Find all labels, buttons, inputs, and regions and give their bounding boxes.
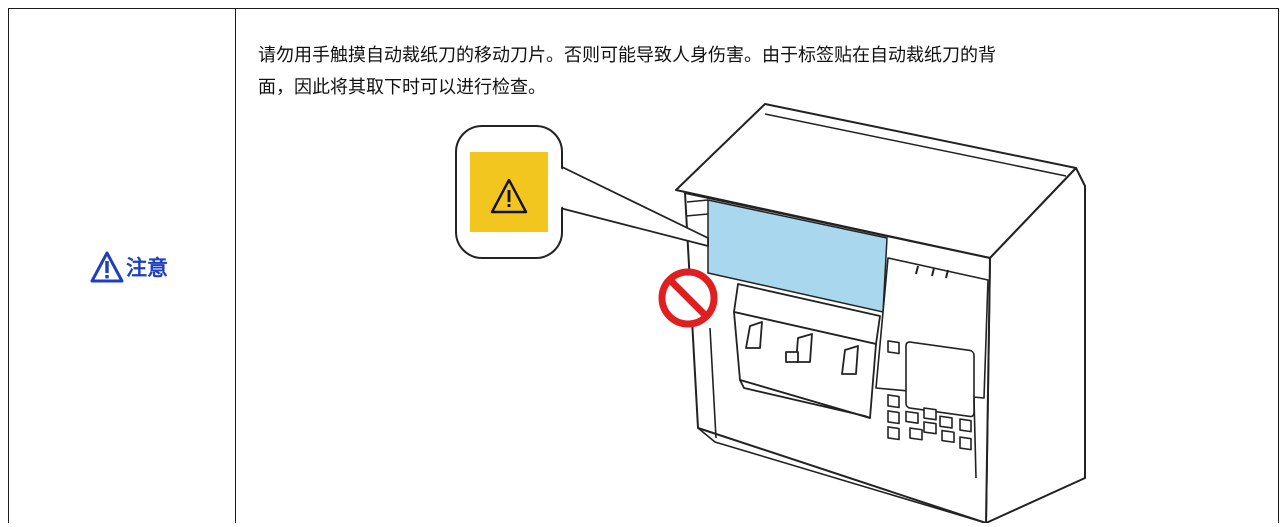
printer-illustration: [440, 98, 1100, 524]
control-panel-screen: [905, 341, 975, 418]
no-touch-icon: [658, 268, 718, 328]
caution-label-text: 注意: [126, 256, 168, 280]
caution-content-cell: [236, 8, 1279, 523]
printer-drawing: [455, 103, 1086, 524]
warning-callout: [455, 125, 709, 259]
caution-label-cell: [8, 8, 236, 523]
caution-message-line-1: 请勿用手触摸自动裁纸刀的移动刀片。否则可能导致人身伤害。由于标签贴在自动裁纸刀的…: [258, 45, 996, 66]
caution-message: 请勿用手触摸自动裁纸刀的移动刀片。否则可能导致人身伤害。由于标签贴在自动裁纸刀的…: [258, 40, 1258, 104]
warning-triangle-icon: [90, 251, 124, 283]
callout-warning-triangle-icon: [490, 178, 528, 214]
caution-message-line-2: 面，因此将其取下时可以进行检查。: [258, 77, 546, 98]
caution-heading: 注意: [90, 251, 168, 283]
